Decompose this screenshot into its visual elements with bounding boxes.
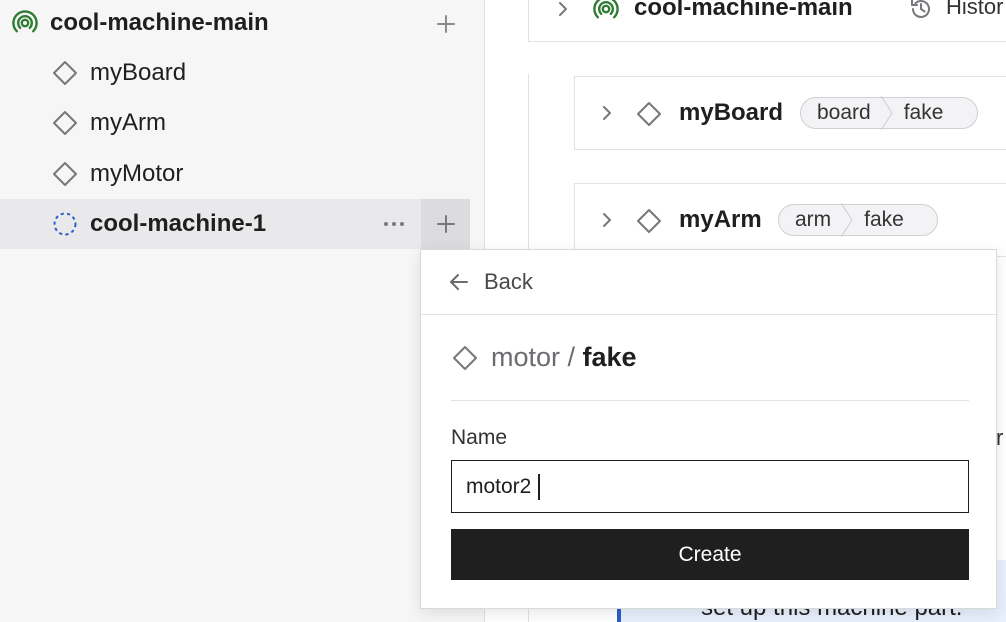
back-button[interactable]: Back [421, 250, 996, 315]
chevron-right-icon[interactable] [597, 104, 617, 124]
sidebar-item-label: myMotor [90, 160, 184, 187]
chevron-right-icon[interactable] [553, 0, 573, 20]
text-caret [538, 474, 540, 500]
machine-title: cool-machine-main [634, 0, 853, 21]
broadcast-icon [593, 0, 619, 19]
component-api-text: motor / [491, 342, 583, 372]
component-type-text: motor / fake [491, 342, 637, 373]
sidebar-item-label: myArm [90, 109, 166, 136]
tree-root-label: cool-machine-main [50, 9, 269, 36]
diamond-icon [453, 346, 477, 370]
history-icon[interactable] [908, 0, 934, 22]
diamond-icon [637, 102, 661, 126]
tree-root-machine[interactable]: cool-machine-main [0, 0, 485, 46]
diamond-icon [53, 61, 77, 85]
sidebar-item-label: cool-machine-1 [90, 210, 267, 237]
component-model: fake [903, 101, 944, 124]
component-model-text: fake [582, 342, 637, 372]
background-text-fragment: r [996, 425, 1004, 450]
create-button[interactable]: Create [451, 529, 969, 580]
component-type-pill: arm fake [778, 203, 938, 237]
arrow-left-icon [450, 274, 468, 290]
component-api: board [817, 101, 871, 124]
machine-header: cool-machine-main Histor [528, 0, 1006, 42]
more-options-button[interactable] [378, 211, 410, 237]
diamond-icon [637, 209, 661, 233]
sidebar-item-myarm[interactable]: myArm [0, 98, 485, 148]
chevron-right-icon[interactable] [597, 211, 617, 231]
component-type-heading: motor / fake [451, 340, 969, 401]
component-model: fake [864, 208, 904, 231]
diamond-icon [53, 111, 77, 135]
sidebar-item-label: myBoard [90, 59, 187, 86]
sidebar-item-mymotor[interactable]: myMotor [0, 149, 485, 199]
history-button-label[interactable]: Histor [946, 0, 1004, 19]
component-card-myarm[interactable]: myArm arm fake [574, 183, 1006, 257]
add-component-button[interactable] [421, 199, 470, 249]
sidebar: cool-machine-main myBoard myArm myMotor … [0, 0, 485, 622]
add-part-button[interactable] [432, 10, 460, 38]
component-type-pill: board fake [800, 96, 978, 130]
name-input[interactable] [451, 460, 969, 513]
sidebar-item-cool-machine-1[interactable]: cool-machine-1 [0, 199, 470, 249]
back-label: Back [484, 269, 533, 294]
broadcast-icon [12, 10, 38, 33]
add-component-popover: Back motor / fake Name Create [420, 249, 997, 609]
component-card-myboard[interactable]: myBoard board fake [574, 76, 1006, 150]
sidebar-item-myboard[interactable]: myBoard [0, 48, 485, 98]
component-name: myBoard [679, 99, 784, 126]
plus-icon [437, 215, 455, 233]
component-name: myArm [679, 206, 762, 233]
component-api: arm [795, 208, 832, 231]
diamond-icon [53, 162, 77, 186]
name-field-label: Name [451, 426, 508, 449]
dashed-circle-icon [53, 212, 77, 236]
